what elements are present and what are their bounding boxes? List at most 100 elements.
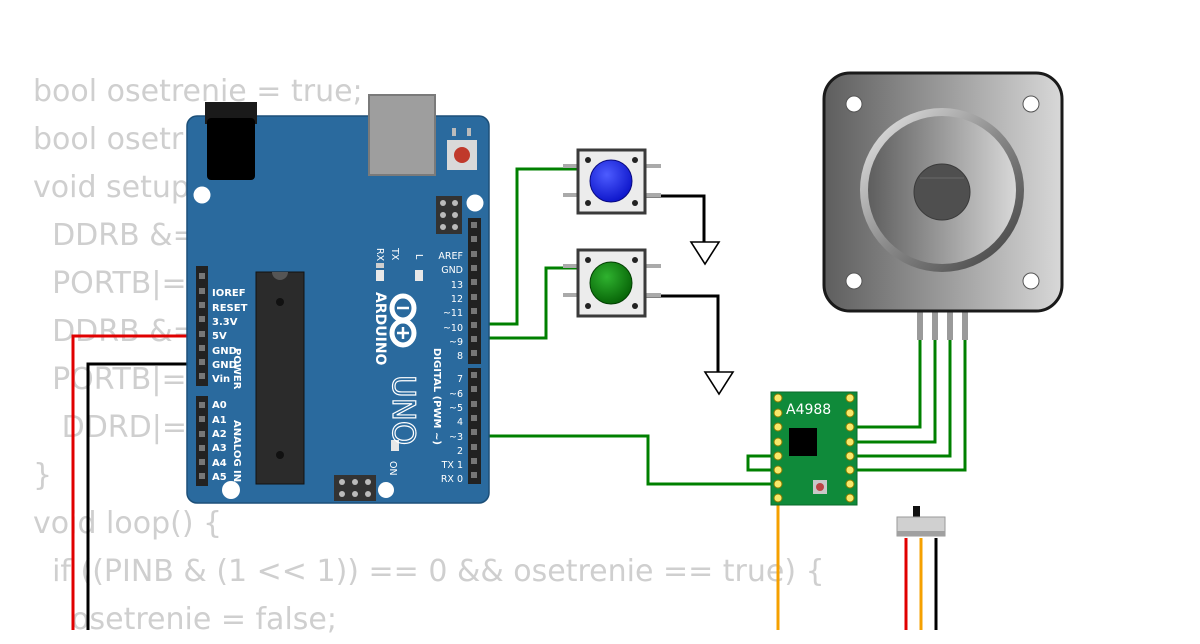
pin-label: GND: [212, 346, 237, 357]
slide-switch[interactable]: [896, 506, 946, 537]
analog-pin-labels: A0 A1 A2 A3 A4 A5: [212, 400, 227, 483]
button-cap-blue[interactable]: [589, 159, 633, 203]
led-l: [415, 270, 423, 281]
motor-mount-hole: [1022, 95, 1040, 113]
wire-pin10-button: [476, 167, 584, 326]
driver-pins-right: [845, 393, 855, 503]
stepper-motor[interactable]: [822, 71, 1064, 340]
pin-label: RX 0: [441, 474, 463, 485]
button-cap-green[interactable]: [589, 261, 633, 305]
pin-label: Vin: [212, 374, 230, 385]
digital-pwm-label: DIGITAL (PWM ~): [431, 348, 442, 445]
code-line: bool osetr: [33, 122, 184, 157]
pin-label: A3: [212, 443, 227, 454]
arduino-uno-board[interactable]: ARDUINO UNO DIGITAL (PWM ~) POWER ANALOG…: [186, 94, 490, 504]
icsp-header-bottom: [334, 475, 376, 501]
arduino-logo-icon: [389, 293, 417, 348]
power-section-label: POWER: [231, 348, 242, 390]
pin-label: ~11: [443, 308, 463, 319]
tx-label: TX: [389, 247, 400, 261]
pin-label: AREF: [438, 251, 463, 262]
switch-knob[interactable]: [913, 506, 920, 518]
wire-gnd: [86, 362, 208, 630]
driver-chip: [789, 428, 817, 456]
pin-label: 8: [457, 351, 463, 362]
wires: [71, 167, 967, 630]
motor-mount-hole: [1022, 272, 1040, 290]
pin-label: RESET: [212, 303, 248, 314]
icsp-header-top: [436, 196, 462, 234]
mounting-hole: [466, 194, 484, 212]
pin-label: ~6: [449, 389, 463, 400]
pin-label: 13: [451, 280, 463, 291]
arduino-brand: ARDUINO: [372, 292, 388, 366]
analog-header[interactable]: [196, 396, 208, 486]
rx-label: RX: [374, 248, 385, 262]
wire-5v: [71, 334, 208, 630]
led-on: [391, 440, 399, 451]
mounting-hole: [378, 482, 394, 498]
pin-label: A1: [212, 415, 227, 426]
pin-label: 2: [457, 446, 463, 457]
atmega-chip: [255, 271, 305, 485]
wire-pin3-driver: [476, 434, 778, 486]
code-line: }: [33, 458, 53, 493]
code-line: bool osetrenie = true;: [33, 74, 363, 109]
dc-power-jack: [205, 102, 257, 180]
pin-label: A2: [212, 429, 227, 440]
ground-symbol-2: [703, 371, 735, 396]
pin-label: 3.3V: [212, 317, 238, 328]
led-tx: [376, 270, 384, 281]
digital-header-low[interactable]: [468, 368, 481, 484]
ground-symbol-1: [689, 241, 721, 266]
wire-motor-4: [850, 312, 967, 472]
pin-label: 5V: [212, 331, 227, 342]
usb-port: [368, 94, 436, 176]
digital-pin-labels-high: AREF GND 13 12 ~11 ~10 ~9 8: [438, 251, 463, 362]
pin-label: ~10: [443, 323, 463, 334]
digital-pin-labels-low: 7 ~6 ~5 4 ~3 2 TX 1 RX 0: [441, 374, 463, 485]
motor-shaft: [913, 163, 971, 221]
motor-mount-hole: [845, 95, 863, 113]
wire-driver-loop: [746, 454, 778, 472]
digital-header-high[interactable]: [468, 218, 481, 364]
driver-label: A4988: [786, 402, 831, 418]
pin-label: A0: [212, 400, 227, 411]
pushbutton-blue[interactable]: [563, 148, 661, 215]
analog-section-label: ANALOG IN: [231, 420, 242, 482]
pin-label: 7: [457, 374, 463, 385]
pin-label: ~9: [449, 337, 463, 348]
circuit-diagram: ARDUINO UNO DIGITAL (PWM ~) POWER ANALOG…: [71, 71, 1064, 630]
code-line: void loop() {: [33, 506, 223, 541]
wire-motor-2: [850, 312, 937, 444]
pushbutton-green[interactable]: [563, 248, 661, 318]
led-rx-area: [376, 263, 384, 268]
power-header[interactable]: [196, 266, 208, 386]
wire-pin9-button: [476, 266, 584, 340]
a4988-driver[interactable]: A4988: [770, 391, 858, 506]
mounting-hole: [222, 481, 240, 499]
pin-label: 12: [451, 294, 463, 305]
pin-label: TX 1: [441, 460, 463, 471]
pin-label: ~3: [449, 432, 463, 443]
wire-button1-gnd: [640, 194, 706, 242]
wire-motor-3: [850, 312, 952, 458]
pin-label: ~5: [449, 403, 463, 414]
wire-button2-gnd: [640, 294, 720, 372]
code-line: void setup: [33, 170, 190, 205]
reset-button[interactable]: [447, 128, 477, 170]
on-label: ON: [387, 461, 398, 476]
pin-label: 4: [457, 417, 463, 428]
wire-motor-1: [850, 312, 922, 429]
power-pin-labels: IOREF RESET 3.3V 5V GND GND Vin: [212, 288, 248, 385]
pin-label: A5: [212, 472, 227, 483]
pin-label: GND: [441, 265, 463, 276]
arduino-logo-symbols: [397, 306, 409, 339]
arduino-model: UNO: [385, 375, 421, 445]
code-line: DDRD|=: [33, 410, 187, 445]
code-line: PORTB|=: [33, 266, 187, 301]
l-label: L: [413, 254, 424, 260]
code-line: if ((PINB & (1 << 1)) == 0 && osetrenie …: [33, 554, 825, 589]
driver-pins-left: [773, 393, 783, 503]
pin-label: GND: [212, 360, 237, 371]
